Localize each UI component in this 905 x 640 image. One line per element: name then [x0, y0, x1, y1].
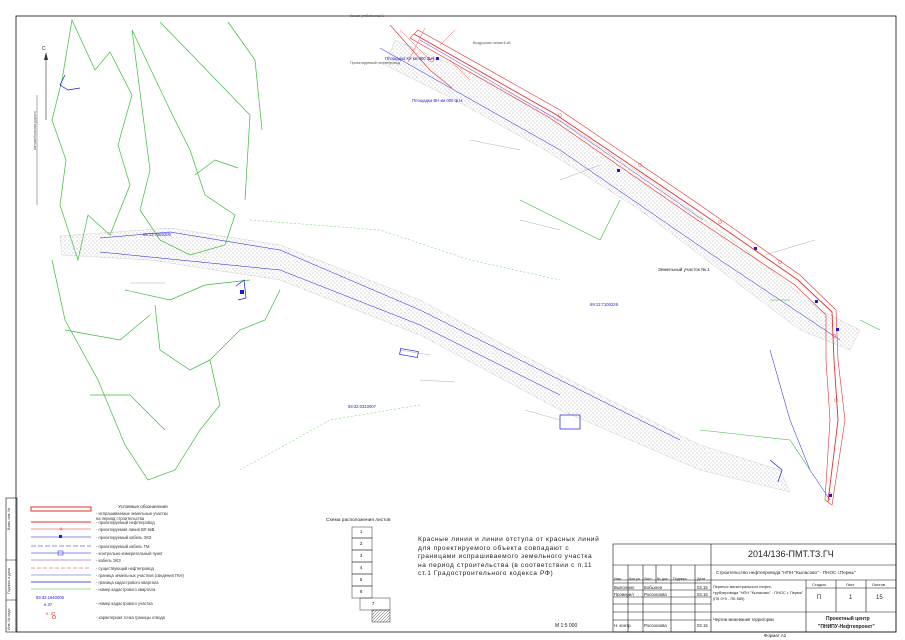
- row-name: Бобылев: [644, 585, 662, 590]
- row-date: 03.15: [697, 623, 708, 628]
- stamp-cell-1: Взам. инв. №: [7, 507, 11, 530]
- row-role: Проверил: [614, 592, 634, 597]
- legend-title: Условные обозначения: [118, 504, 168, 509]
- small-objects: [59, 74, 783, 483]
- object-desc-1: Перенос магистрального нефте-: [713, 584, 772, 589]
- parcel-label-3: 59:32:0310007: [348, 404, 376, 409]
- point-markers: [240, 57, 839, 497]
- sheet-scheme-cell: 6: [360, 589, 363, 594]
- plot-label: Земельный участок № 1: [658, 267, 710, 272]
- top-label-3: Проектируемый нефтепровод: [350, 61, 400, 65]
- site-label-vn: Площадка ВН км 000 ф.Н.: [412, 98, 464, 103]
- col-head: Лист: [644, 577, 652, 581]
- legend-item: - граница кадастрового квартала: [96, 580, 159, 585]
- drawing-code: 2014/136-ПМТ.ТЗ.ГЧ: [748, 549, 834, 559]
- sheet-scheme-cell: 2: [360, 541, 363, 546]
- legend-item: - контрольно-измерительный пункт: [96, 551, 163, 556]
- top-label-2: Воздушная линия 6 кВ: [473, 41, 511, 45]
- legend-item: - номер кадастрового участка: [96, 601, 153, 606]
- legend-item: - проектируемый кабель ТМ: [96, 544, 150, 549]
- object-desc-3: (ПК 0+0 - ПК 589): [713, 596, 745, 601]
- col-head: Подпись: [673, 577, 688, 581]
- sheets-value: 15: [876, 595, 883, 601]
- parcel-label-1: 59:13:7060200: [143, 232, 171, 237]
- drawing-name: Чертеж межевания территории: [713, 617, 774, 622]
- legend-item: - испрашиваемые земельные участки: [96, 511, 168, 516]
- legend-item: - проектируемый кабель ЭХЗ: [96, 535, 152, 540]
- site-label-ku: Площадка КУ км 000 ф.Н.: [385, 56, 436, 61]
- format-label: Формат А2: [764, 633, 787, 638]
- col-head: Изм.: [614, 577, 622, 581]
- title-block-grid: [612, 543, 897, 633]
- row-role: Н. контр.: [614, 623, 632, 628]
- legend-item: - существующий нефтепровод: [96, 566, 154, 571]
- legend-item: - характерная точка границы отвода: [96, 615, 165, 620]
- legend-parcel-point: н.37: [44, 602, 53, 607]
- sheet-scheme-cell: 7: [372, 601, 375, 606]
- legend-item: на период строительства: [96, 516, 145, 521]
- legend-parcel-example: 59:32:1640006: [36, 595, 64, 600]
- terrain-corridor-west: [59, 227, 791, 493]
- parcel-label-2: 59:13:7100226: [590, 302, 618, 307]
- legend-item: - проектируемый нефтепровод: [96, 520, 155, 525]
- parcel-dashed: [239, 219, 561, 471]
- legend-item: - номер кадастрового квартала: [96, 587, 156, 592]
- col-head: Кол.уч: [629, 577, 640, 581]
- sheet-scheme-cell: 1: [360, 529, 363, 534]
- top-label-1: Канал (отбойника) 1: [350, 14, 384, 18]
- sheet-head: Лист: [846, 582, 855, 587]
- project-name: Строительство нефтепровода "НПН "Кыласов…: [716, 570, 856, 575]
- legend-item: - проектируемая линия ВЛ 6кВ: [96, 527, 155, 532]
- legend-item: - кабель ЭХЗ: [96, 558, 121, 563]
- object-desc-2: трубопровода "НПН "Кыласово" - ПНОС г. П…: [713, 590, 804, 595]
- green-lines-east: [519, 199, 881, 471]
- col-head: № док.: [657, 577, 669, 581]
- sheet-scheme-cell: 3: [360, 553, 363, 558]
- legend-point-sample: н. 37: [46, 611, 56, 616]
- forest-boundaries: [51, 18, 281, 481]
- proposed-pipeline: [389, 24, 846, 506]
- stamp-cell-3: Инв. № подл.: [7, 607, 11, 630]
- sheet-value: 1: [849, 595, 853, 601]
- sheet-scheme-cell: 4: [360, 565, 363, 570]
- north-axis: [44, 52, 48, 120]
- row-role: Выполнил: [614, 585, 635, 590]
- corridor-markers: [399, 27, 838, 496]
- red-lines-note: Красные линии и линии отступа от красных…: [418, 536, 600, 578]
- terrain-corridor-east: [384, 39, 861, 351]
- scale-label: М 1:5 000: [555, 623, 578, 629]
- leader-lines: [130, 139, 816, 421]
- road-label: Автомобильная дорога: [33, 111, 37, 150]
- sheet-scheme-graphic: [351, 526, 391, 623]
- legend-symbols: [30, 506, 92, 619]
- north-label: С: [42, 46, 46, 52]
- sheet-scheme-cell: 5: [360, 577, 363, 582]
- stamp-cell-2: Подпись и дата: [7, 568, 11, 594]
- row-name: Россихзова: [644, 592, 667, 597]
- legend-item: - граница земельных участков (сведения Г…: [96, 573, 184, 578]
- col-head: Дата: [697, 577, 705, 581]
- stage-value: П: [817, 595, 822, 601]
- org-line-1: Проектный центр: [826, 616, 870, 622]
- sheet-scheme-title: Схема расположения листов: [326, 518, 391, 523]
- sheets-head: Листов: [872, 582, 885, 587]
- row-date: 03.15: [697, 592, 708, 597]
- stage-head: Стадия: [812, 582, 826, 587]
- row-name: Россихзова: [644, 623, 667, 628]
- org-line-2: "ПНИПУ-Нефтепроект": [818, 624, 875, 630]
- row-date: 03.15: [697, 585, 708, 590]
